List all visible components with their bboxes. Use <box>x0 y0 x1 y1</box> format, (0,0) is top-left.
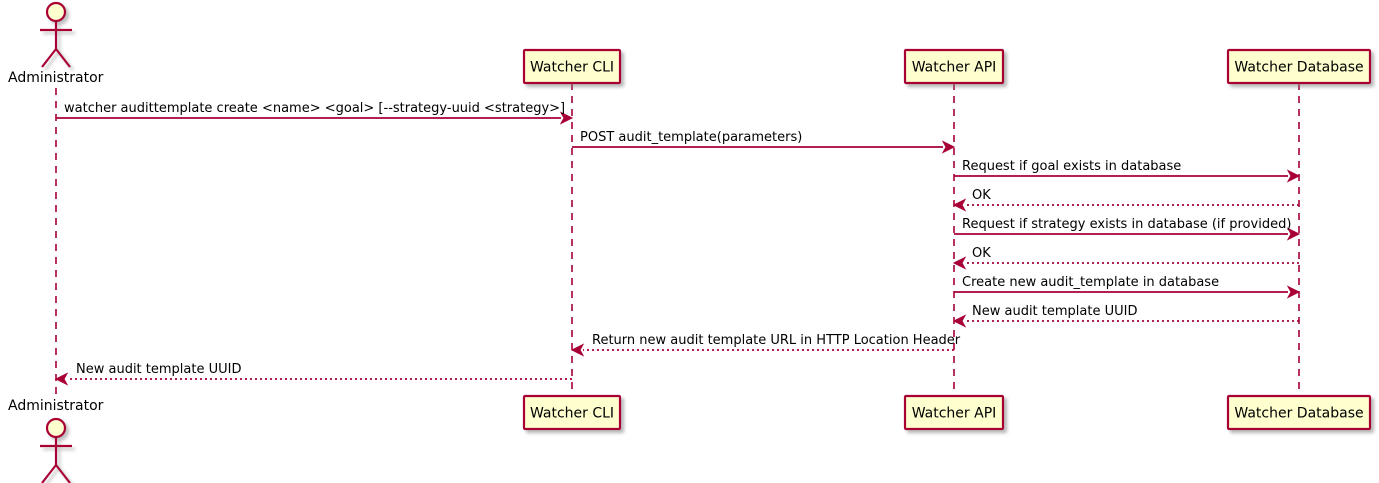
participant-label: Watcher Database <box>1234 60 1363 76</box>
participant-watcher-database-bottom[interactable]: Watcher Database <box>1226 394 1372 431</box>
message-label: Request if goal exists in database <box>962 159 1181 174</box>
arrow-head <box>570 343 585 357</box>
participant-box <box>903 48 1005 85</box>
message-label: OK <box>972 188 991 203</box>
arrow-head <box>1286 285 1301 299</box>
participant-watcher-cli-bottom[interactable]: Watcher CLI <box>522 394 622 431</box>
message-label: OK <box>972 246 991 261</box>
message-6-watcher-api-to-watcher-database[interactable]: Create new audit_template in database <box>954 275 1301 299</box>
message-2-watcher-api-to-watcher-database[interactable]: Request if goal exists in database <box>954 159 1301 183</box>
message-5-watcher-database-to-watcher-api[interactable]: OK <box>952 246 1299 270</box>
actor-administrator-top[interactable]: Administrator <box>8 1 104 86</box>
arrow-head <box>952 256 967 270</box>
message-9-watcher-cli-to-administrator[interactable]: New audit template UUID <box>54 362 572 386</box>
participant-box <box>1226 48 1372 85</box>
message-label: POST audit_template(parameters) <box>580 130 802 145</box>
message-3-watcher-database-to-watcher-api[interactable]: OK <box>952 188 1299 212</box>
actor-label: Administrator <box>8 398 104 414</box>
participant-label: Watcher API <box>912 60 997 76</box>
arrow-head <box>1286 169 1301 183</box>
participant-label: Watcher Database <box>1234 406 1363 422</box>
participant-watcher-api-top[interactable]: Watcher API <box>903 48 1005 85</box>
lifelines-layer <box>55 83 1300 396</box>
participant-box <box>522 394 622 431</box>
actor-figure <box>40 417 72 483</box>
participant-label: Watcher CLI <box>530 406 614 422</box>
message-label: New audit template UUID <box>972 304 1137 319</box>
message-7-watcher-database-to-watcher-api[interactable]: New audit template UUID <box>952 304 1299 328</box>
message-8-watcher-api-to-watcher-cli[interactable]: Return new audit template URL in HTTP Lo… <box>570 333 961 357</box>
participant-box <box>522 48 622 85</box>
messages-layer: watcher audittemplate create <name> <goa… <box>54 101 1301 386</box>
arrow-head <box>54 372 69 386</box>
message-label: watcher audittemplate create <name> <goa… <box>64 101 565 116</box>
arrow-head <box>952 198 967 212</box>
participant-label: Watcher CLI <box>530 60 614 76</box>
message-1-watcher-cli-to-watcher-api[interactable]: POST audit_template(parameters) <box>572 130 956 154</box>
message-0-administrator-to-watcher-cli[interactable]: watcher audittemplate create <name> <goa… <box>56 101 574 125</box>
participant-watcher-cli-top[interactable]: Watcher CLI <box>522 48 622 85</box>
actor-administrator-bottom[interactable]: Administrator <box>8 398 104 483</box>
participant-label: Watcher API <box>912 406 997 422</box>
actor-figure <box>40 1 72 68</box>
participant-box <box>903 394 1005 431</box>
arrow-head <box>941 140 956 154</box>
message-label: Return new audit template URL in HTTP Lo… <box>592 333 961 348</box>
participant-watcher-api-bottom[interactable]: Watcher API <box>903 394 1005 431</box>
message-label: New audit template UUID <box>76 362 241 377</box>
arrow-head <box>1286 227 1301 241</box>
message-4-watcher-api-to-watcher-database[interactable]: Request if strategy exists in database (… <box>954 217 1301 241</box>
arrow-head <box>952 314 967 328</box>
participant-watcher-database-top[interactable]: Watcher Database <box>1226 48 1372 85</box>
actor-label: Administrator <box>8 70 104 86</box>
arrow-head <box>559 111 574 125</box>
message-label: Create new audit_template in database <box>962 275 1219 290</box>
message-label: Request if strategy exists in database (… <box>962 217 1291 232</box>
participant-box <box>1226 394 1372 431</box>
